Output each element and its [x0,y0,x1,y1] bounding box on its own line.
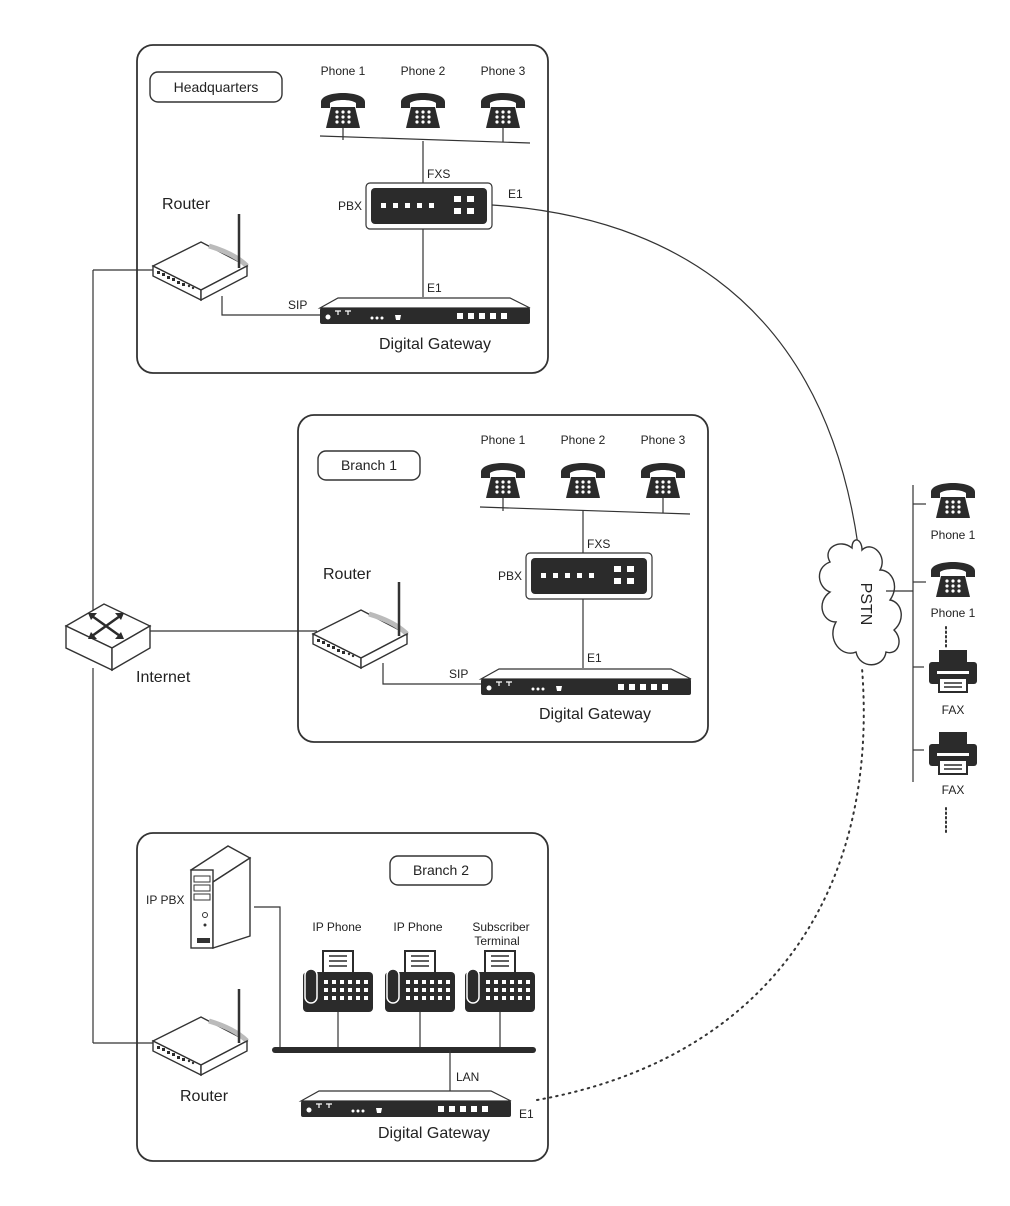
branch1-phone-1-icon [481,463,525,498]
branch2-gateway-device [300,1090,512,1118]
hq-phone-3-label: Phone 3 [481,64,526,78]
hq-pbx-label: PBX [338,199,362,213]
pstn-e1-link-hq [491,204,859,546]
branch1-title-box [317,450,421,481]
pstn-phone-1-icon [931,483,975,518]
hq-phone-1-icon [321,93,365,128]
branch1-router-label: Router [323,566,372,583]
hq-pbx-e1-label: E1 [508,187,523,201]
branch2-site: Branch 2 IP PBX IP Phone IP Phone Subscr… [146,845,536,1142]
branch2-gateway-label: Digital Gateway [378,1125,490,1142]
pstn-phone-2-icon [931,562,975,597]
branch1-phone-1-label: Phone 1 [481,433,526,447]
hq-sip-label: SIP [288,298,307,312]
branch2-e1-label: E1 [519,1107,534,1121]
branch2-lan-label: LAN [456,1070,479,1084]
branch1-phone-3-label: Phone 3 [641,433,686,447]
pstn-fax-2-label: FAX [942,783,965,797]
branch1-phone-2-label: Phone 2 [561,433,606,447]
branch1-site: Branch 1 Phone 1 Phone 2 Phone 3 FXS PBX… [313,433,692,723]
branch2-endpoint-3-label-line2: Terminal [474,934,519,948]
branch1-pbx-label: PBX [498,569,522,583]
branch1-phone-3-icon [641,463,685,498]
hq-router-label: Router [162,196,211,213]
hq-phone-2-label: Phone 2 [401,64,446,78]
branch1-title: Branch 1 [341,457,397,473]
branch1-gw-e1-label: E1 [587,651,602,665]
pstn-fax-2-icon [928,731,978,775]
branch2-title: Branch 2 [413,862,469,878]
hq-gateway-label: Digital Gateway [379,336,491,353]
hq-gw-e1-label: E1 [427,281,442,295]
branch2-router-label: Router [180,1088,229,1105]
branch1-phone-2-icon [561,463,605,498]
hq-title-box [149,71,283,103]
hq-fxs-label: FXS [427,167,450,181]
ip-pbx-server-icon [189,845,252,949]
hq-title: Headquarters [174,79,259,95]
branch2-site-box [136,832,549,1162]
branch2-ip-phone-2-icon [384,950,456,1013]
branch1-gateway-label: Digital Gateway [539,706,651,723]
branch2-endpoint-2-label: IP Phone [393,920,442,934]
internet-switch [64,603,152,672]
pstn-label: PSTN [857,583,874,626]
pstn-endpoints: Phone 1 Phone 1 FAX FAX [912,483,978,833]
hq-site: Headquarters Phone 1 Phone 2 Phone 3 FXS… [149,64,531,353]
hq-gateway-device [319,297,531,325]
hq-phone-1-label: Phone 1 [321,64,366,78]
branch1-site-box [297,414,709,743]
branch2-ip-phone-1-icon [302,950,374,1013]
pstn-phone-2-label: Phone 1 [931,606,976,620]
branch1-gateway-device [480,668,692,696]
branch1-router-icon [313,582,407,668]
internet-label: Internet [136,669,191,686]
pstn-fax-1-label: FAX [942,703,965,717]
branch1-fxs-label: FXS [587,537,610,551]
branch2-subscriber-terminal-icon [464,950,536,1013]
pstn-fax-1-icon [928,649,978,693]
hq-router-icon [153,214,247,300]
branch1-sip-label: SIP [449,667,468,681]
branch2-title-box [389,855,493,886]
branch2-router-icon [153,989,247,1075]
branch2-ip-pbx-label: IP PBX [146,893,184,907]
hq-pbx-device [365,182,493,230]
branch2-endpoint-3-label-line1: Subscriber [472,920,529,934]
hq-site-box [136,44,549,374]
branch2-endpoint-1-label: IP Phone [312,920,361,934]
internet-links [92,269,317,1044]
hq-phone-3-icon [481,93,525,128]
branch1-pbx-device [525,552,653,600]
pstn-e1-link-branch2 [536,667,865,1101]
pstn-cloud: PSTN [818,539,902,666]
pstn-phone-1-label: Phone 1 [931,528,976,542]
hq-phone-2-icon [401,93,445,128]
